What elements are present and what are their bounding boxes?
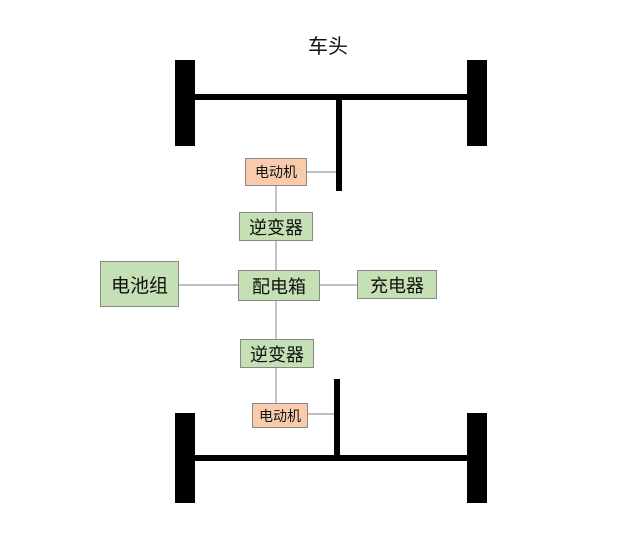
front-left-wheel	[175, 60, 195, 146]
front-label: 车头	[308, 34, 348, 58]
rear-axle	[175, 379, 487, 503]
charger-box: 充电器	[357, 270, 437, 299]
rear-axle-beam	[195, 455, 467, 461]
motor-rear-box: 电动机	[252, 403, 308, 428]
front-axle-beam	[195, 94, 467, 100]
front-axle	[175, 60, 487, 191]
front-right-wheel	[467, 60, 487, 146]
rear-drive-shaft	[334, 379, 340, 459]
rear-left-wheel	[175, 413, 195, 503]
distribution-box: 配电箱	[238, 270, 320, 301]
front-drive-shaft	[336, 97, 342, 191]
battery-box: 电池组	[100, 261, 179, 307]
rear-right-wheel	[467, 413, 487, 503]
inverter-rear-box: 逆变器	[240, 339, 314, 368]
inverter-front-box: 逆变器	[239, 212, 313, 241]
motor-front-box: 电动机	[245, 158, 307, 186]
